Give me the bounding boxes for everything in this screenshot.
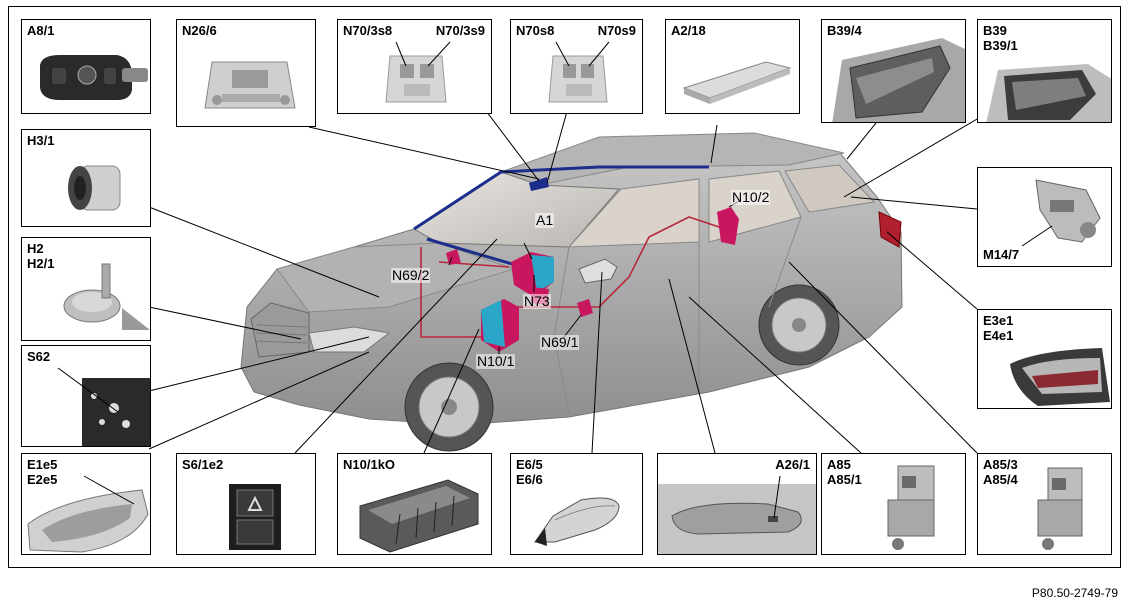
headlamp-icon	[27, 475, 149, 553]
car-headlight	[308, 326, 391, 353]
rear-window-icon	[832, 38, 965, 122]
module-a1-cyan	[531, 255, 554, 292]
car-rear-quarter-window	[784, 164, 876, 213]
component-label: E3e1	[983, 313, 1014, 328]
component-box-e6-5: E6/5 E6/6	[510, 453, 643, 555]
module-n69-1	[577, 299, 593, 317]
lock-actuator-icon	[1021, 179, 1101, 247]
component-box-a8-1: A8/1	[21, 19, 151, 114]
component-label: E4e1	[983, 328, 1014, 343]
component-box-s6-1e2: S6/1e2	[176, 453, 316, 555]
component-box-a85: A85 A85/1	[821, 453, 966, 555]
component-label: E6/5	[516, 457, 543, 472]
component-label: B39/1	[983, 38, 1018, 53]
hazard-switch-icon	[229, 484, 281, 550]
component-box-h2: H2 H2/1	[21, 237, 151, 341]
component-box-a2-18: A2/18	[665, 19, 800, 114]
car-illustration	[148, 94, 985, 454]
component-box-a26-1: A26/1	[657, 453, 817, 555]
module-n70	[529, 177, 549, 191]
callout-a1: A1	[535, 212, 555, 228]
component-label: A85	[827, 457, 851, 472]
component-label: N70/3s9	[435, 23, 485, 38]
overhead-switch-icon	[385, 41, 451, 103]
component-label: A85/4	[983, 472, 1018, 487]
module-n69-2	[446, 249, 461, 265]
diagram-frame: A8/1 N26/6 N70/3s8 N70/3s9 N	[8, 6, 1121, 568]
horn-icon	[63, 263, 150, 330]
component-box-n26-6: N26/6	[176, 19, 316, 127]
door-handle-icon	[658, 475, 816, 554]
component-box-e3e1: E3e1 E4e1	[977, 309, 1112, 409]
callout-n10-1: N10/1	[476, 353, 516, 369]
component-label: E2e5	[27, 472, 58, 487]
car-tail-light	[878, 211, 902, 248]
module-n10-2	[717, 207, 739, 245]
component-label: A26/1	[775, 457, 810, 472]
component-label: H3/1	[27, 133, 55, 148]
callout-n69-1: N69/1	[540, 334, 580, 350]
component-box-n10-1ko: N10/1kO	[337, 453, 492, 555]
component-label: A85/1	[827, 472, 862, 487]
component-label: E1e5	[27, 457, 58, 472]
component-box-e1e5: E1e5 E2e5	[21, 453, 151, 555]
component-box-n70-3: N70/3s8 N70/3s9	[337, 19, 492, 114]
component-label: H2/1	[27, 256, 55, 271]
component-label: N10/1kO	[343, 457, 396, 472]
tail-lamp-icon	[1010, 348, 1110, 406]
component-label: A2/18	[671, 23, 706, 38]
car-side-mirror	[578, 258, 618, 284]
door-lock-icon	[887, 465, 935, 550]
component-box-b39: B39 B39/1	[977, 19, 1112, 123]
callout-n10-2: N10/2	[731, 189, 771, 205]
component-label: N26/6	[182, 23, 217, 38]
module-n10-1-cyan	[481, 300, 505, 347]
component-box-s62: S62	[21, 345, 151, 447]
component-label: N70s8	[516, 23, 555, 38]
overhead-switch-icon	[548, 41, 610, 103]
callout-n69-2: N69/2	[391, 267, 431, 283]
component-label: N70/3s8	[343, 23, 393, 38]
component-label: B39	[983, 23, 1007, 38]
rear-window-icon	[986, 64, 1111, 122]
component-box-n70: N70s8 N70s9	[510, 19, 643, 114]
overhead-panel-icon	[204, 61, 296, 109]
hood-switch-icon	[57, 367, 150, 446]
component-label: B39/4	[827, 23, 862, 38]
car-roof	[499, 132, 845, 186]
component-label: S6/1e2	[182, 457, 224, 472]
component-box-b39-4: B39/4	[821, 19, 966, 123]
component-label: A8/1	[27, 23, 55, 38]
component-label: S62	[27, 349, 51, 364]
figure-reference: P80.50-2749-79	[1031, 586, 1118, 600]
leader-lines	[148, 94, 985, 454]
fuse-box-icon	[359, 479, 479, 553]
component-box-a85-3: A85/3 A85/4	[977, 453, 1112, 555]
component-label: A85/3	[983, 457, 1018, 472]
callout-n73: N73	[523, 293, 551, 309]
smart-key-icon	[40, 55, 148, 100]
component-label: E6/6	[516, 472, 543, 487]
side-mirror-icon	[534, 497, 620, 546]
component-label: N70s9	[597, 23, 636, 38]
component-box-m14-7: M14/7	[977, 167, 1112, 267]
siren-icon	[68, 165, 121, 211]
door-lock-icon	[1037, 467, 1083, 550]
component-box-h3-1: H3/1	[21, 129, 151, 227]
component-label: M14/7	[983, 247, 1020, 262]
antenna-module-icon	[682, 61, 792, 104]
component-label: H2	[27, 241, 44, 256]
